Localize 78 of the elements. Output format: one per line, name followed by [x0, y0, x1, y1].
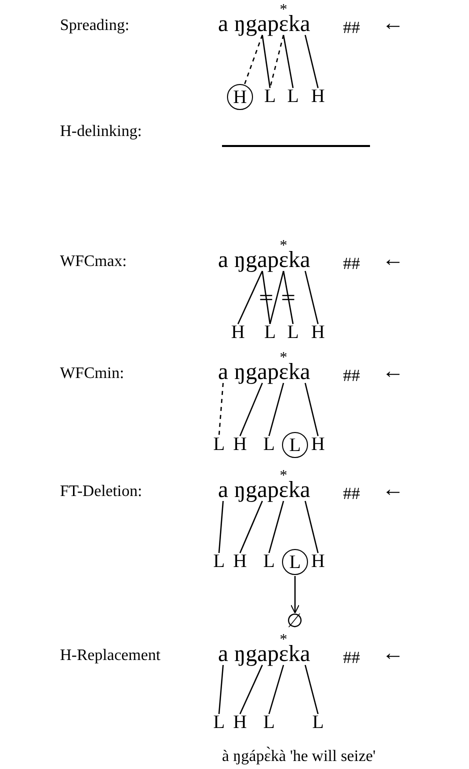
tone-letter: L — [263, 713, 275, 732]
association-line — [269, 34, 284, 88]
tone-letter: H — [233, 435, 247, 454]
association-line — [304, 664, 319, 714]
label-text: FT-Deletion: — [60, 484, 142, 500]
syllable: a — [218, 248, 228, 271]
syllable: ŋga — [234, 642, 268, 665]
tone-letter: H — [311, 552, 325, 571]
tone-letter: H — [311, 435, 325, 454]
label-text: WFCmin: — [60, 366, 124, 382]
label-text: ← — [382, 248, 404, 270]
tone-letter: L — [213, 435, 225, 454]
syllable: ka — [288, 360, 310, 383]
tone-letter: H — [311, 87, 325, 106]
tone-letter: L — [213, 552, 225, 571]
syllable: ŋga — [234, 248, 268, 271]
tone-letter: H — [233, 88, 247, 106]
label-text: ## — [343, 649, 360, 666]
association-line — [262, 270, 271, 324]
association-line — [304, 382, 319, 436]
syllable: a — [218, 478, 228, 501]
association-line — [262, 34, 271, 88]
label-text: ## — [343, 255, 360, 272]
tone-letter: H — [231, 323, 245, 342]
tone-letter: H — [233, 713, 247, 732]
association-line — [268, 382, 284, 436]
label-text: Spreading: — [60, 18, 130, 34]
label-text: ← — [382, 642, 404, 664]
null-symbol: ∅ — [286, 612, 304, 631]
label-text: ← — [382, 360, 404, 382]
syllable: ŋga — [234, 12, 268, 35]
label-text: ## — [343, 367, 360, 384]
label-text: ## — [343, 485, 360, 502]
syllable: ka — [288, 478, 310, 501]
arrow — [290, 576, 300, 614]
tone-letter: L — [264, 87, 276, 106]
association-line — [218, 382, 224, 436]
association-line — [244, 34, 263, 85]
label-text: ## — [343, 19, 360, 36]
association-line — [239, 382, 263, 436]
association-line — [304, 270, 319, 324]
tone-letter: L — [287, 87, 299, 106]
syllable: ka — [288, 642, 310, 665]
association-line — [282, 34, 294, 88]
tone-letter: L — [213, 713, 225, 732]
association-line — [218, 500, 224, 554]
association-line — [269, 270, 284, 324]
syllable: a — [218, 642, 228, 665]
syllable: ka — [288, 12, 310, 35]
tone-letter: H — [311, 323, 325, 342]
tone-letter: L — [287, 323, 299, 342]
label-text: à ŋgápɛ̀kà 'he will seize' — [222, 749, 376, 765]
syllable: ŋga — [234, 478, 268, 501]
association-line — [304, 34, 319, 88]
syllable: ka — [288, 248, 310, 271]
association-line — [218, 664, 224, 714]
association-line — [237, 270, 263, 324]
syllable: ŋga — [234, 360, 268, 383]
label-text: H-delinking: — [60, 124, 142, 140]
label-text: ← — [382, 478, 404, 500]
association-line — [282, 270, 294, 324]
tone-letter: H — [233, 552, 247, 571]
tone-letter: L — [312, 713, 324, 732]
association-line — [239, 500, 263, 554]
association-line — [268, 664, 284, 714]
association-line — [239, 664, 263, 714]
tone-letter: L — [289, 552, 301, 572]
association-line — [304, 500, 319, 554]
tone-letter: L — [289, 436, 301, 454]
tone-letter: L — [263, 552, 275, 571]
label-text: H-Replacement — [60, 648, 160, 664]
label-text: ← — [382, 12, 404, 34]
syllable: a — [218, 12, 228, 35]
association-line — [268, 500, 284, 554]
label-text: WFCmax: — [60, 254, 127, 270]
tone-letter: L — [263, 435, 275, 454]
syllable: a — [218, 360, 228, 383]
tone-letter: L — [264, 323, 276, 342]
